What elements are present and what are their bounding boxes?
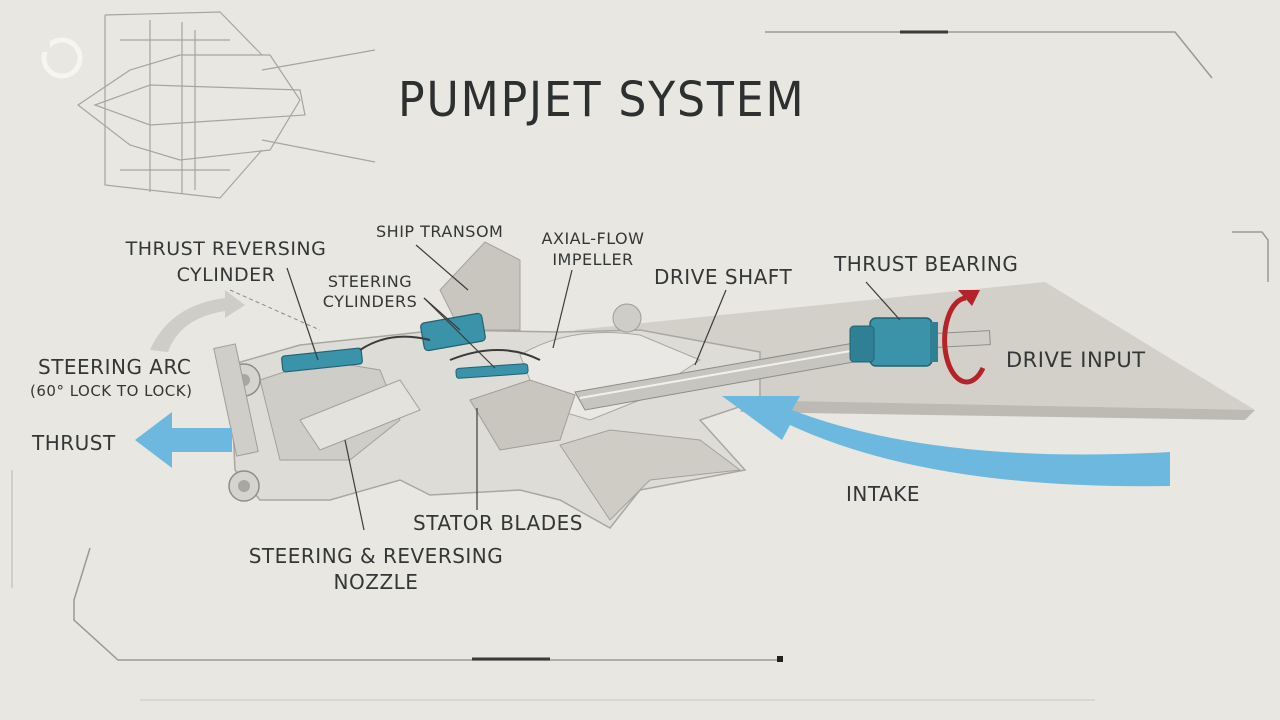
intake-arrow (722, 396, 1170, 487)
frame-lines (11, 30, 1269, 701)
hull-edge (740, 400, 1255, 420)
label-ship-transom: SHIP TRANSOM (376, 222, 504, 241)
label-steering-cylinders: STEERING CYLINDERS (322, 272, 418, 311)
steering-arc-line (229, 289, 321, 331)
label-drive-shaft: DRIVE SHAFT (654, 265, 793, 289)
frame-dot (777, 656, 783, 662)
leader-lines (286, 244, 901, 531)
diagram-title: PUMPJET SYSTEM (398, 72, 806, 128)
label-steering-arc: STEERING ARC (38, 355, 192, 379)
label-thrust: THRUST (32, 431, 116, 455)
label-axial-flow-impeller: AXIAL-FLOW IMPELLER (541, 229, 645, 269)
steering-cylinders (281, 312, 541, 379)
label-intake: INTAKE (846, 482, 920, 506)
drive-input-rotation-icon (942, 290, 986, 385)
label-stator-blades: STATOR BLADES (413, 511, 583, 535)
label-steering-reversing-nozzle: STEERING & REVERSING NOZZLE (248, 544, 504, 594)
thrust-arrow (135, 412, 232, 468)
label-thrust-bearing: THRUST BEARING (834, 252, 1019, 276)
label-drive-input: DRIVE INPUT (1006, 348, 1146, 372)
pump-body (213, 303, 761, 529)
steering-arc-arrow (150, 290, 245, 352)
thrust-bearing (849, 317, 938, 367)
blueprint-sketch (76, 11, 376, 199)
label-steering-arc-detail: (60° LOCK TO LOCK) (30, 382, 193, 400)
label-thrust-reversing-cylinder: THRUST REVERSING CYLINDER (125, 238, 327, 286)
channel-logo (40, 37, 83, 79)
